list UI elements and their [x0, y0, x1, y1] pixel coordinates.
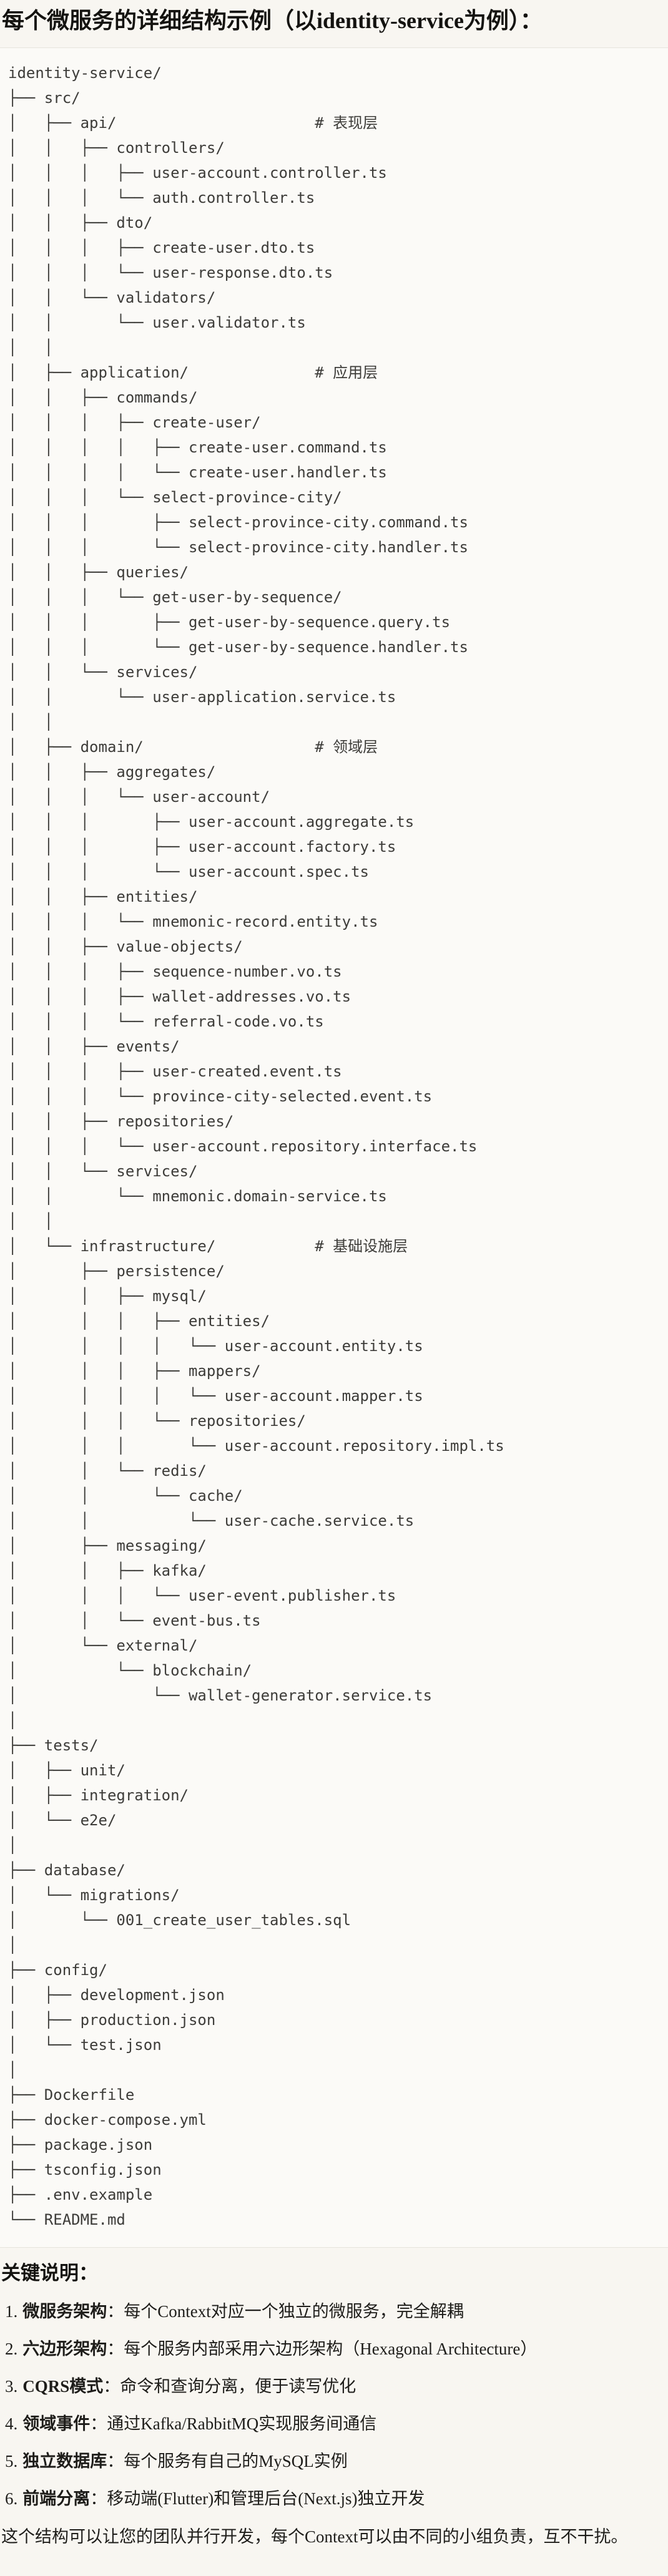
- note-item-hexagonal: 2.六边形架构：每个服务内部采用六边形架构（Hexagonal Architec…: [5, 2338, 661, 2360]
- note-label: 前端分离: [22, 2489, 91, 2508]
- note-label: 独立数据库: [22, 2452, 107, 2471]
- note-number: 4.: [5, 2414, 18, 2433]
- note-number: 2.: [5, 2339, 18, 2358]
- note-label: 领域事件: [22, 2414, 91, 2433]
- note-item-independent-db: 5.独立数据库：每个服务有自己的MySQL实例: [5, 2450, 661, 2472]
- note-item-microservices: 1.微服务架构：每个Context对应一个独立的微服务，完全解耦: [5, 2300, 661, 2323]
- note-text: ：每个Context对应一个独立的微服务，完全解耦: [107, 2302, 464, 2321]
- note-label: 微服务架构: [22, 2302, 107, 2321]
- note-text: ：命令和查询分离，便于读写优化: [103, 2377, 356, 2396]
- page-title: 每个微服务的详细结构示例（以identity-service为例）：: [2, 8, 543, 33]
- note-text: ：每个服务内部采用六边形架构（Hexagonal Architecture）: [107, 2339, 538, 2358]
- notes-section: 关键说明： 1.微服务架构：每个Context对应一个独立的微服务，完全解耦 2…: [1, 2261, 661, 2548]
- file-tree-code-block: identity-service/ ├── src/ │ ├── api/ # …: [0, 47, 668, 2248]
- note-label: 六边形架构: [22, 2339, 107, 2358]
- note-number: 5.: [5, 2452, 18, 2471]
- note-number: 3.: [5, 2377, 18, 2396]
- notes-heading: 关键说明：: [1, 2262, 98, 2284]
- note-number: 1.: [5, 2302, 18, 2321]
- note-text: ：每个服务有自己的MySQL实例: [107, 2452, 348, 2471]
- closing-paragraph: 这个结构可以让您的团队并行开发，每个Context可以由不同的小组负责，互不干扰…: [1, 2527, 628, 2546]
- note-text: ：通过Kafka/RabbitMQ实现服务间通信: [90, 2414, 377, 2433]
- note-item-frontend-separation: 6.前端分离：移动端(Flutter)和管理后台(Next.js)独立开发: [5, 2487, 661, 2510]
- note-text: ：移动端(Flutter)和管理后台(Next.js)独立开发: [90, 2489, 425, 2508]
- note-item-cqrs: 3.CQRS模式：命令和查询分离，便于读写优化: [5, 2375, 661, 2398]
- note-number: 6.: [5, 2489, 18, 2508]
- note-label: CQRS模式: [22, 2377, 104, 2396]
- note-item-domain-events: 4.领域事件：通过Kafka/RabbitMQ实现服务间通信: [5, 2413, 661, 2435]
- document: 每个微服务的详细结构示例（以identity-service为例）： ident…: [0, 7, 668, 2548]
